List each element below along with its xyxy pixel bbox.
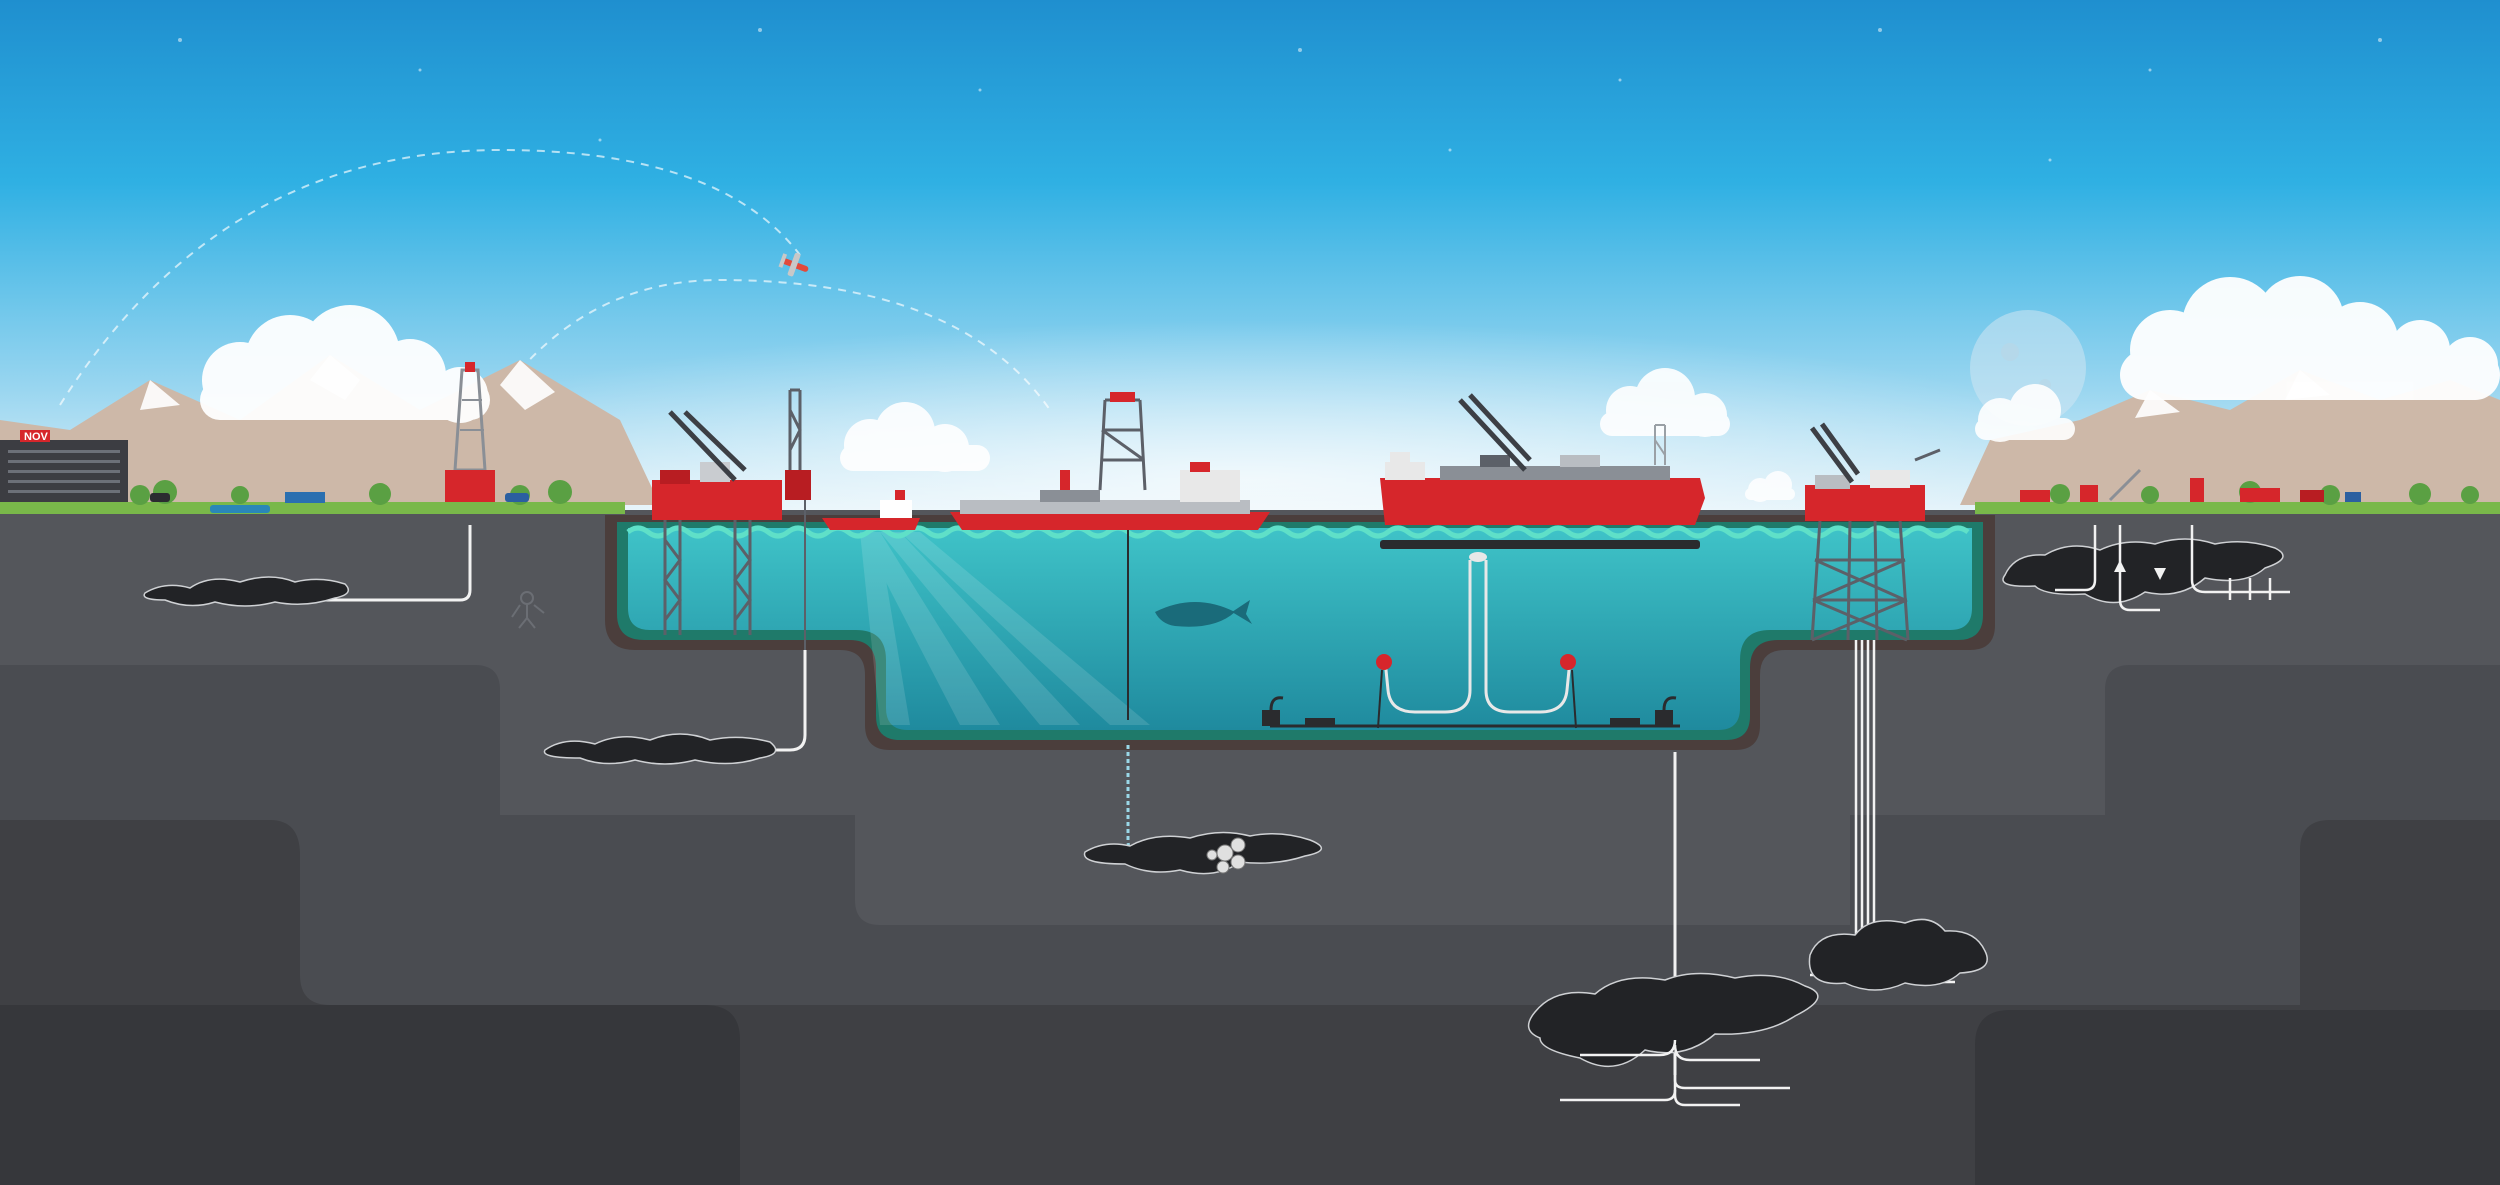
- cloud-icon: [200, 276, 2500, 502]
- subsea-buoy-left: [1376, 654, 1392, 729]
- processing-facility: [2020, 468, 2361, 502]
- whale-icon: [1155, 600, 1252, 627]
- flight-path-inner: [519, 278, 1051, 411]
- drill-bit-icon: [1206, 837, 1246, 874]
- reservoir-center: [1083, 831, 1322, 875]
- diver-icon: [511, 591, 545, 629]
- drillship-icon: [950, 392, 1270, 530]
- flexible-riser-right: [1484, 560, 1572, 714]
- fixed-platform-icon: [1805, 422, 1941, 642]
- mountains-left: [0, 355, 660, 505]
- multilateral-wellbore: [1560, 1039, 1790, 1107]
- reservoir-right-shallow: [2002, 538, 2284, 604]
- reservoir-right-deep: [1808, 918, 1988, 991]
- light-rays: [860, 532, 1150, 725]
- reservoir-left-shallow: [143, 576, 350, 607]
- flexible-riser-left: [1383, 560, 1472, 714]
- aircraft-icon: [778, 252, 809, 277]
- sea-water: [628, 528, 1972, 730]
- company-logo: NOV: [24, 431, 49, 443]
- stars: [178, 28, 2382, 162]
- turret-buoy: [1469, 552, 1487, 562]
- subsea-wellhead-icon: [1262, 696, 1677, 726]
- office-building-icon: [0, 430, 128, 502]
- land-wellbore: [250, 525, 472, 602]
- grass-right: [1975, 502, 2500, 514]
- supply-vessel-icon: [822, 490, 920, 530]
- grass-left: [0, 502, 625, 514]
- flight-path-outer: [59, 148, 801, 406]
- sea-surface-waves: [626, 525, 1970, 539]
- flow-arrows: [2114, 560, 2166, 580]
- jackup-wellbore: [720, 650, 807, 752]
- land-wellbores-right: [2055, 525, 2290, 612]
- vehicles-left: [150, 492, 529, 513]
- reservoir-deep: [1527, 972, 1819, 1068]
- fpso-vessel-icon: [1380, 393, 1705, 549]
- reservoir-left-mid: [543, 733, 777, 765]
- jackup-rig-icon: [652, 388, 811, 650]
- subsea-buoy-right: [1560, 654, 1577, 729]
- land-drilling-rig-icon: [445, 362, 495, 502]
